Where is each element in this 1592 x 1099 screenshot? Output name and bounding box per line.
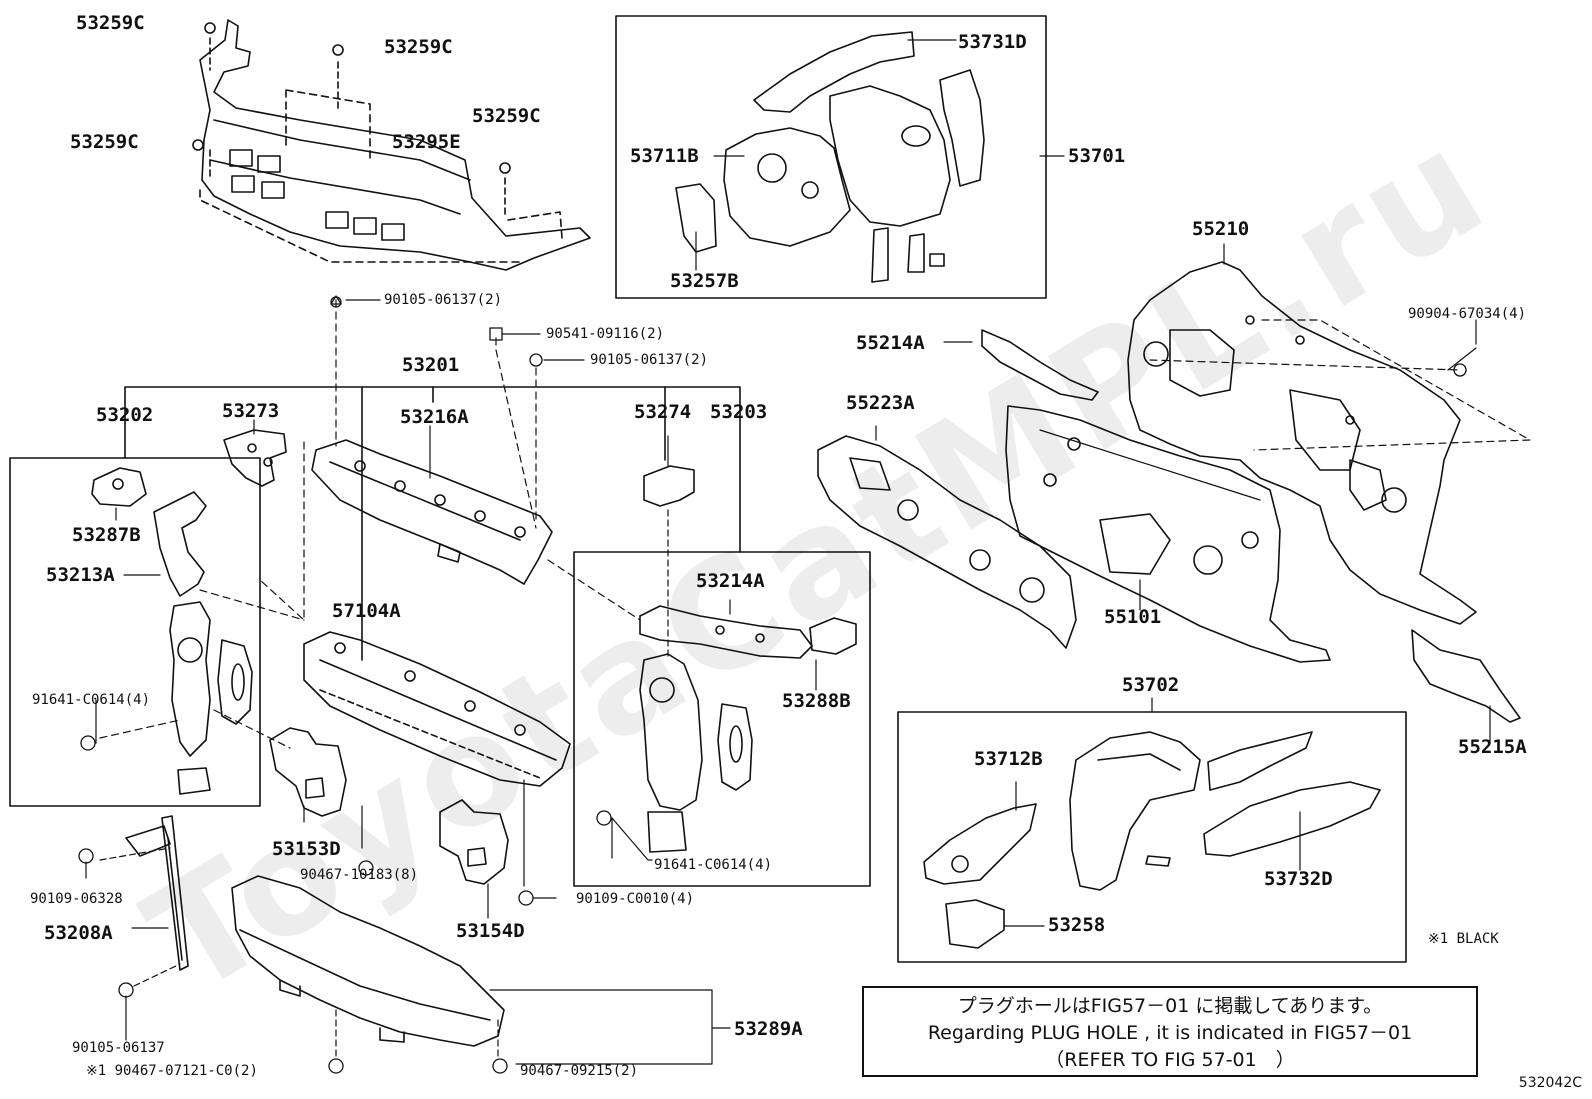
- bracket-53201: [124, 386, 741, 661]
- part-label-53274[interactable]: 53274: [634, 401, 692, 423]
- part-55223A: [817, 435, 1077, 649]
- part-53202-side-support: [169, 601, 253, 795]
- part-53289A-deflector: [231, 875, 505, 1047]
- part-label-55101[interactable]: 55101: [1104, 606, 1162, 628]
- leaders-55xxx: [875, 341, 1141, 611]
- group-box-53701: [615, 15, 1047, 299]
- part-label-53201[interactable]: 53201: [402, 354, 460, 376]
- part-label-53702[interactable]: 53702: [1122, 674, 1180, 696]
- note-line-reference: （REFER TO FIG 57-01 ）: [1045, 1049, 1295, 1071]
- part-label-53289A[interactable]: 53289A: [734, 1018, 803, 1040]
- fastener-label[interactable]: 90105-06137: [72, 1040, 165, 1056]
- part-53702-apron-assembly: [923, 731, 1381, 949]
- plug-hole-note: プラグホールはFIG57－01 に掲載してあります。 Regarding PLU…: [862, 986, 1478, 1077]
- part-label-53259C[interactable]: 53259C: [384, 36, 453, 58]
- fastener-label[interactable]: 90541-09116(2): [546, 326, 665, 342]
- leaders-55210: [1223, 243, 1477, 345]
- part-label-53259C[interactable]: 53259C: [472, 105, 541, 127]
- part-label-53273[interactable]: 53273: [222, 400, 280, 422]
- fastener-label[interactable]: ※1 90467-07121-C0(2): [86, 1063, 258, 1079]
- part-53295E-cowl-louver: [192, 19, 591, 271]
- part-53154D: [439, 799, 509, 885]
- part-label-53154D[interactable]: 53154D: [456, 920, 525, 942]
- footnote-black: ※1 BLACK: [1428, 931, 1499, 947]
- leaders-53208A: [85, 847, 181, 1041]
- part-53213A: [153, 491, 207, 597]
- part-label-53711B[interactable]: 53711B: [630, 145, 699, 167]
- fastener-label[interactable]: 90904-67034(4): [1408, 306, 1527, 322]
- part-label-53208A[interactable]: 53208A: [44, 922, 113, 944]
- part-55215A: [1411, 629, 1521, 723]
- part-53273: [223, 429, 287, 487]
- part-53287B: [91, 467, 147, 507]
- leaders-53289A: [335, 989, 731, 1065]
- part-55214A: [981, 329, 1099, 401]
- part-53203-side-support: [639, 653, 753, 853]
- part-label-55210[interactable]: 55210: [1192, 218, 1250, 240]
- note-line-japanese: プラグホールはFIG57－01 に掲載してあります。: [957, 995, 1383, 1017]
- part-label-53153D[interactable]: 53153D: [272, 838, 341, 860]
- part-label-57104A[interactable]: 57104A: [332, 600, 401, 622]
- part-label-53259C[interactable]: 53259C: [70, 131, 139, 153]
- figure-code: 532042C: [1518, 1075, 1582, 1091]
- leaders-53701: [695, 39, 1065, 271]
- part-label-53288B[interactable]: 53288B: [782, 690, 851, 712]
- part-55210-insulator: [1127, 261, 1477, 625]
- part-label-53259C[interactable]: 53259C: [76, 12, 145, 34]
- part-53288B: [809, 617, 857, 655]
- fastener-label[interactable]: 90467-09215(2): [520, 1063, 639, 1079]
- fastener-label[interactable]: 90109-C0010(4): [576, 891, 695, 907]
- leaders-mid: [303, 779, 525, 919]
- fastener-label[interactable]: 90109-06328: [30, 891, 123, 907]
- fastener-label[interactable]: 90105-06137(2): [590, 352, 709, 368]
- part-53214A: [639, 605, 813, 659]
- part-label-55215A[interactable]: 55215A: [1458, 736, 1527, 758]
- part-57104A-lower-support: [303, 631, 571, 787]
- part-label-53216A[interactable]: 53216A: [400, 406, 469, 428]
- fastener-label[interactable]: 90105-06137(2): [384, 292, 503, 308]
- part-label-53731D[interactable]: 53731D: [958, 31, 1027, 53]
- part-53216A-upper-support: [311, 439, 553, 585]
- part-53274: [643, 465, 695, 507]
- part-label-53257B[interactable]: 53257B: [670, 270, 739, 292]
- fastener-leaders: [95, 299, 1477, 899]
- part-label-53712B[interactable]: 53712B: [974, 748, 1043, 770]
- part-label-53295E[interactable]: 53295E: [392, 131, 461, 153]
- group-box-53203: [573, 551, 871, 887]
- part-label-53203[interactable]: 53203: [710, 401, 768, 423]
- group-box-53202: [9, 457, 261, 807]
- part-53208A-seal: [125, 815, 189, 971]
- leaders-53702: [1003, 697, 1301, 927]
- leaders-53202: [115, 419, 431, 576]
- part-label-53258[interactable]: 53258: [1048, 914, 1106, 936]
- fastener-label[interactable]: 91641-C0614(4): [32, 692, 151, 708]
- part-label-53202[interactable]: 53202: [96, 404, 154, 426]
- part-label-53732D[interactable]: 53732D: [1264, 868, 1333, 890]
- dashes-53202: [99, 299, 641, 749]
- part-label-53701[interactable]: 53701: [1068, 145, 1126, 167]
- part-53153D: [269, 727, 347, 817]
- part-label-55223A[interactable]: 55223A: [846, 392, 915, 414]
- dashes-55210: [1149, 319, 1531, 451]
- fastener-glyphs: [78, 295, 1467, 1074]
- fastener-label[interactable]: 90467-10183(8): [300, 867, 419, 883]
- part-label-55214A[interactable]: 55214A: [856, 332, 925, 354]
- part-53701-apron-assembly: [675, 31, 985, 283]
- part-label-53287B[interactable]: 53287B: [72, 524, 141, 546]
- part-label-53213A[interactable]: 53213A: [46, 564, 115, 586]
- part-55101-dash-panel: [1005, 405, 1331, 663]
- fastener-label[interactable]: 91641-C0614(4): [654, 857, 773, 873]
- note-line-english: Regarding PLUG HOLE , it is indicated in…: [927, 1022, 1413, 1044]
- part-label-53214A[interactable]: 53214A: [696, 570, 765, 592]
- leaders-53203: [611, 435, 817, 861]
